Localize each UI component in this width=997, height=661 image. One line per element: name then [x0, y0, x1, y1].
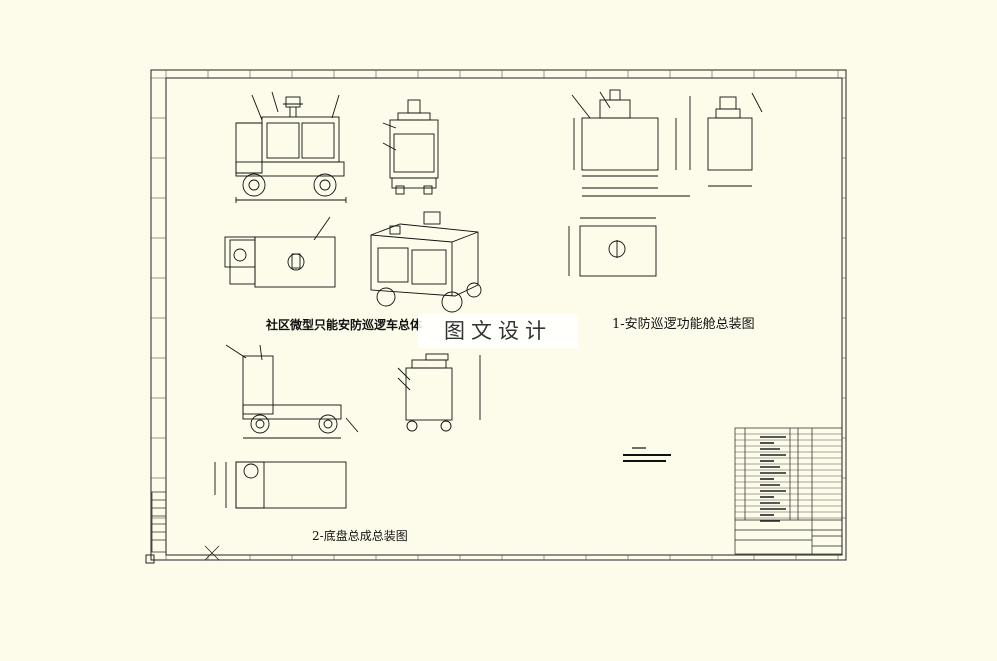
module-side-view [571, 89, 691, 197]
vehicle-iso-view [370, 211, 482, 313]
chassis-plan-view [214, 461, 347, 509]
watermark: 图文设计 [418, 314, 578, 348]
zone-ticks [151, 70, 846, 560]
title-block [734, 427, 843, 555]
module-front-view [707, 92, 763, 187]
revision-block [151, 491, 167, 553]
chassis-assembly-title: 2-底盘总成总装图 [312, 529, 408, 543]
vehicle-side-view [235, 91, 347, 203]
notes-lines [623, 447, 671, 462]
vehicle-plan-view [224, 216, 336, 288]
bom-rows [735, 433, 842, 522]
inner-frame [165, 77, 843, 556]
module-assembly-title: 1-安防巡逻功能舱总装图 [612, 317, 755, 332]
module-plan-view [568, 217, 657, 277]
chassis-front-view [397, 353, 481, 432]
chassis-side-view [225, 344, 359, 439]
outer-frame [150, 69, 847, 561]
main-drawing-title: 社区微型只能安防巡逻车总体 [266, 318, 423, 332]
vehicle-front-view [382, 99, 439, 195]
